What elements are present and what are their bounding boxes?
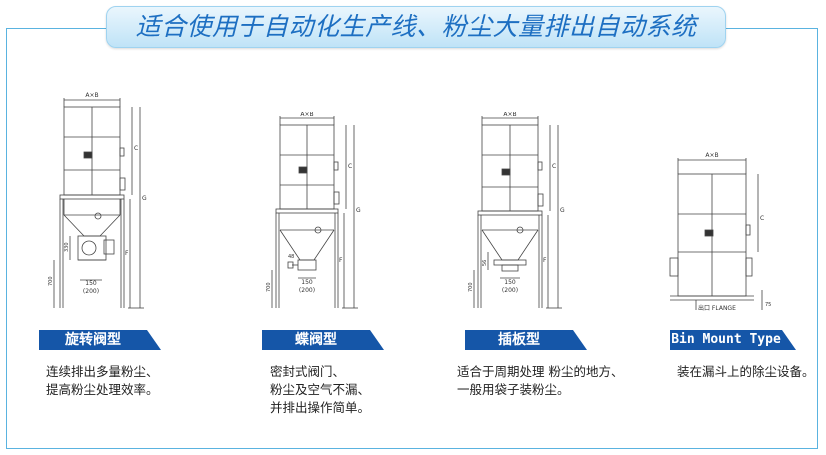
tag-slide-gate: 插板型: [465, 330, 587, 350]
svg-text:75: 75: [765, 302, 771, 308]
tag-bin-mount: Bin Mount Type: [670, 330, 796, 350]
svg-text:A×B: A×B: [300, 112, 313, 118]
svg-text:出口 FLANGE: 出口 FLANGE: [698, 304, 736, 312]
svg-text:700: 700: [48, 276, 54, 286]
rotary-valve-drawing: A×B C G F 330 700 150 (200): [48, 92, 147, 309]
svg-text:C: C: [552, 163, 556, 170]
slide-gate-drawing: A×B C G F 56 700 150 (200): [468, 112, 565, 309]
svg-text:C: C: [760, 215, 764, 222]
svg-text:G: G: [142, 195, 147, 202]
svg-text:56: 56: [482, 260, 488, 266]
svg-text:C: C: [348, 163, 352, 170]
svg-text:F: F: [339, 257, 343, 264]
svg-text:48: 48: [288, 254, 294, 260]
bin-mount-drawing: A×B C 75 出口 FLANGE: [669, 152, 771, 312]
desc-bin-mount: 装在漏斗上的除尘设备。: [677, 364, 815, 379]
svg-text:G: G: [356, 207, 361, 214]
tag-butterfly-valve: 蝶阀型: [262, 330, 384, 350]
svg-text:C: C: [134, 145, 138, 152]
svg-text:700: 700: [266, 282, 272, 292]
svg-text:(200): (200): [83, 288, 99, 295]
svg-text:150: 150: [504, 279, 516, 286]
svg-text:330: 330: [64, 242, 70, 252]
page-title: 适合使用于自动化生产线、粉尘大量排出自动系统: [106, 6, 726, 48]
desc-butterfly-valve: 密封式阀门、 粉尘及空气不漏、 并排出操作简单。: [270, 364, 371, 415]
svg-text:150: 150: [301, 279, 313, 286]
svg-text:150: 150: [85, 280, 97, 287]
butterfly-valve-drawing: A×B C G F 48 700 150 (200): [266, 112, 361, 309]
svg-text:F: F: [543, 257, 547, 264]
svg-text:A×B: A×B: [503, 112, 516, 118]
desc-rotary-valve: 连续排出多量粉尘、 提高粉尘处理效率。: [46, 364, 159, 397]
svg-text:700: 700: [468, 282, 474, 292]
svg-text:(200): (200): [502, 287, 518, 294]
svg-text:F: F: [125, 250, 129, 257]
svg-text:G: G: [560, 207, 565, 214]
svg-text:A×B: A×B: [705, 152, 718, 159]
svg-text:A×B: A×B: [85, 92, 98, 99]
desc-slide-gate: 适合于周期处理 粉尘的地方、 一般用袋子装粉尘。: [457, 364, 624, 397]
svg-text:(200): (200): [299, 287, 315, 294]
tag-rotary-valve: 旋转阀型: [39, 330, 161, 350]
